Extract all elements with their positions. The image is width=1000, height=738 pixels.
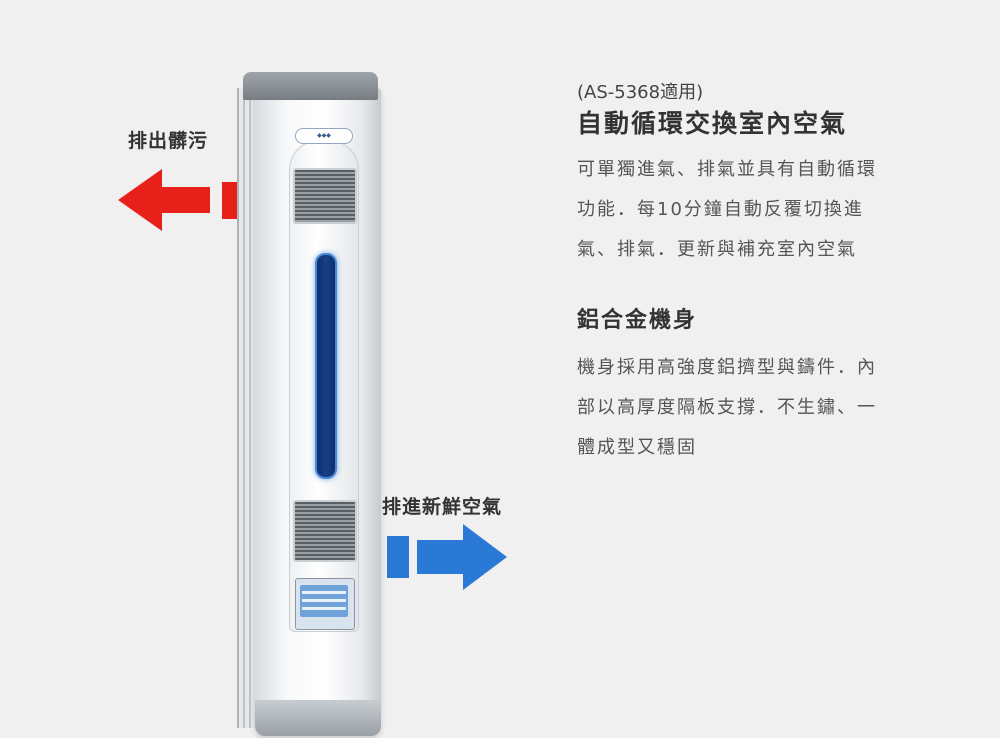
paragraph-line: 功能．每10分鐘自動反覆切換進 [577,199,864,220]
paragraph-line: 體成型又穩固 [577,437,697,458]
device-base [255,700,381,736]
air-exchanger-device: ◆◆◆ [233,70,383,736]
feature-paragraph-2: 機身採用高強度鋁擠型與鑄件．內 部以高厚度隔板支撐．不生鏽、一 體成型又穩固 [577,348,922,468]
top-grille [293,168,357,224]
device-top-cap [243,72,378,100]
display-row [302,599,346,602]
display-row [302,591,346,594]
feature-heading-2: 鋁合金機身 [577,308,698,333]
blue-light-strip [315,253,337,479]
bottom-grille [293,500,357,562]
model-note: (AS-5368適用) [577,82,704,103]
paragraph-line: 部以高厚度隔板支撐．不生鏽、一 [577,397,877,418]
control-panel [295,578,355,630]
brand-logo: ◆◆◆ [295,128,353,144]
intake-label: 排進新鮮空氣 [382,496,503,518]
arrow-left-icon [118,169,244,231]
arrow-right-icon [387,524,507,590]
display-row [302,607,346,610]
exhaust-label: 排出髒污 [128,130,209,152]
feature-paragraph-1: 可單獨進氣、排氣並具有自動循環 功能．每10分鐘自動反覆切換進 氣、排氣．更新與… [577,150,922,270]
paragraph-line: 可單獨進氣、排氣並具有自動循環 [577,159,877,180]
paragraph-line: 機身採用高強度鋁擠型與鑄件．內 [577,357,877,378]
paragraph-line: 氣、排氣．更新與補充室內空氣 [577,239,857,260]
feature-heading-1: 自動循環交換室內空氣 [577,109,848,138]
